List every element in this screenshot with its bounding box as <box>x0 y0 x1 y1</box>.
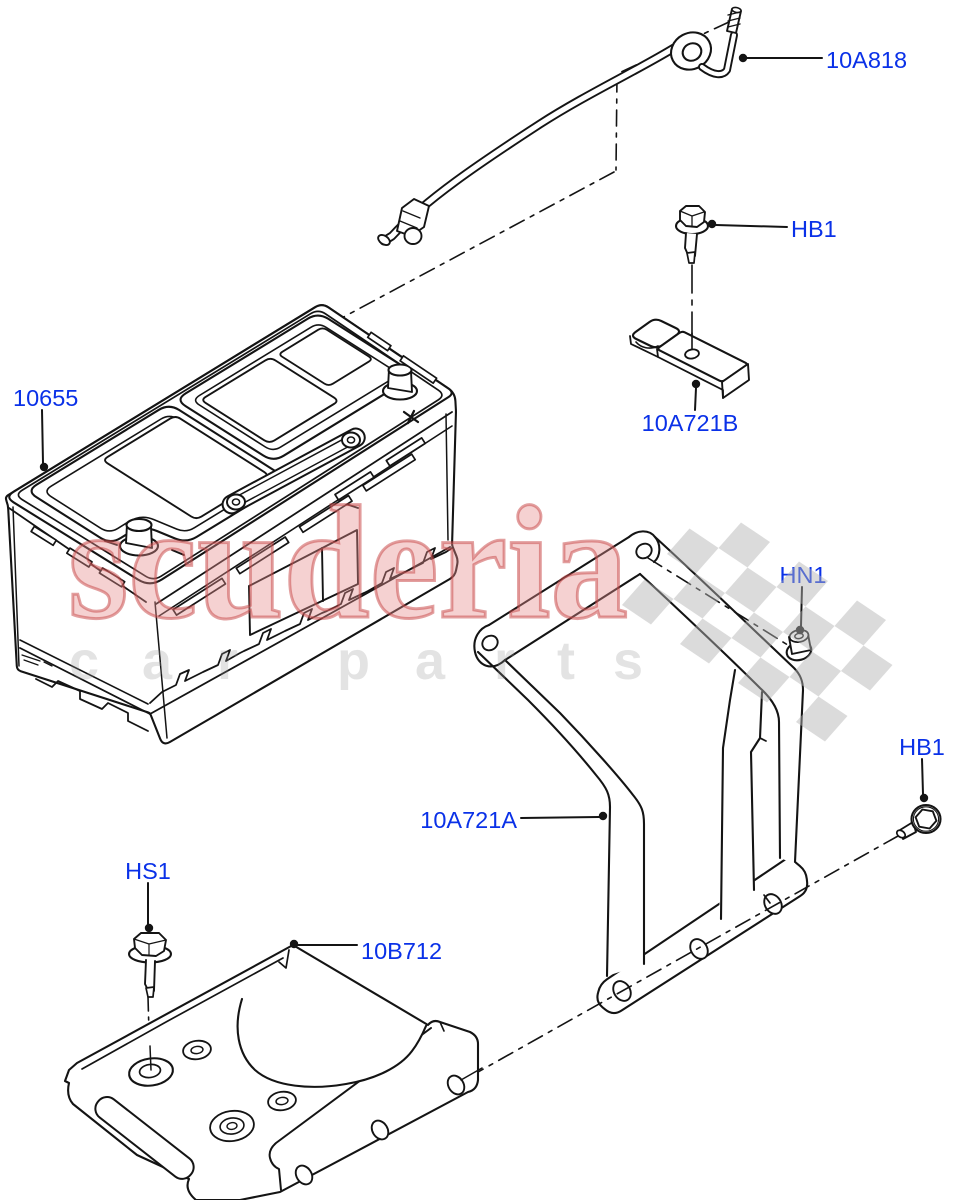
svg-text:HS1: HS1 <box>125 858 171 884</box>
svg-text:HB1: HB1 <box>899 734 945 760</box>
svg-text:10B712: 10B712 <box>361 938 442 964</box>
svg-text:HN1: HN1 <box>779 562 826 588</box>
svg-text:scuderia: scuderia <box>68 474 628 653</box>
svg-text:HB1: HB1 <box>791 216 837 242</box>
svg-text:10A721A: 10A721A <box>420 807 517 833</box>
svg-text:10655: 10655 <box>13 385 78 411</box>
svg-text:10A818: 10A818 <box>826 47 907 73</box>
svg-text:10A721B: 10A721B <box>642 410 739 436</box>
